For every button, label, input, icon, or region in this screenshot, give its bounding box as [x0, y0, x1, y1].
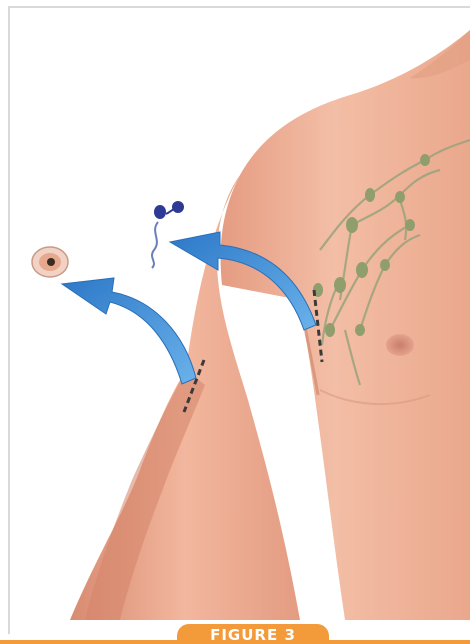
nodule-icon: [32, 247, 68, 277]
figure-caption-badge: FIGURE 3: [177, 624, 329, 644]
lymph-node-sample-icon: [152, 201, 184, 268]
arrow-arm-to-nodule: [62, 278, 196, 384]
nipple: [386, 334, 414, 356]
